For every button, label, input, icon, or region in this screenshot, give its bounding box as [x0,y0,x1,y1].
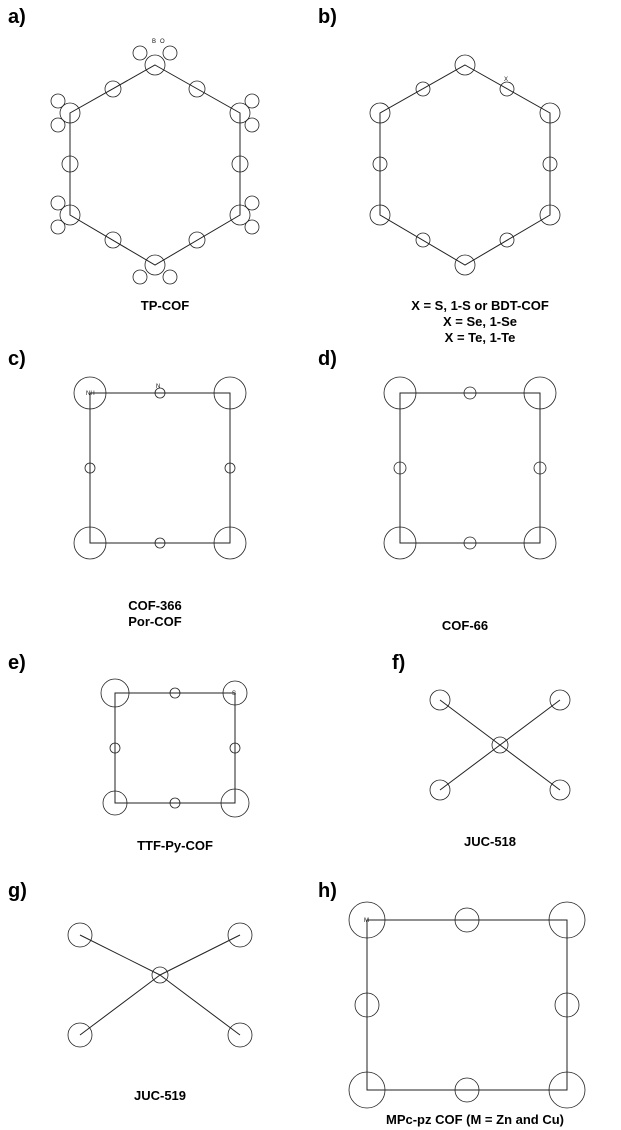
panel-b-caption: X = S, 1-S or BDT-COF X = Se, 1-Se X = T… [411,298,549,345]
square-framework-h [348,901,586,1109]
nitrogen-atom: N [156,384,160,390]
panel-c-label: c) [8,348,26,370]
square-framework-c [73,376,247,560]
oxygen-atom: O [160,39,165,45]
panel-f-label: f) [392,652,406,674]
hexagonal-framework-b [369,54,561,276]
panel-g-caption: JUC-519 [133,1088,187,1103]
framework-f [429,689,571,801]
panel-e-structure: S [100,678,250,818]
square-framework-e [100,678,250,818]
framework-g [67,922,253,1048]
panel-d-label: d) [318,348,337,370]
x-atom: X [504,77,508,83]
panel-a-label: a) [8,6,26,28]
panel-g-structure [67,922,253,1048]
metal-atom: M [364,918,369,924]
boron-atom: B [152,39,156,45]
hexagonal-framework-a [50,45,260,285]
panel-f-structure [429,689,571,801]
panel-e-caption: TTF-Py-COF [137,838,213,853]
panel-b-label: b) [318,6,337,28]
panel-b-structure: X [369,54,561,276]
panel-d-caption: COF-66 [441,618,489,633]
panel-f-caption: JUC-518 [463,834,517,849]
panel-c-caption: COF-366 Por-COF [128,598,182,629]
sulfur-atom: S [232,691,236,697]
panel-h-caption: MPc-pz COF (M = Zn and Cu) [385,1112,564,1127]
square-framework-d [383,376,557,560]
panel-d-structure [383,376,557,560]
panel-h-structure: M [348,901,586,1109]
panel-c-structure: NH N [73,376,247,560]
panel-h-label: h) [318,880,337,902]
panel-a-structure: B O [50,39,260,285]
panel-g-label: g) [8,880,27,902]
panel-a-caption: TP-COF [140,298,190,313]
panel-e-label: e) [8,652,26,674]
nh-group: NH [86,391,95,397]
